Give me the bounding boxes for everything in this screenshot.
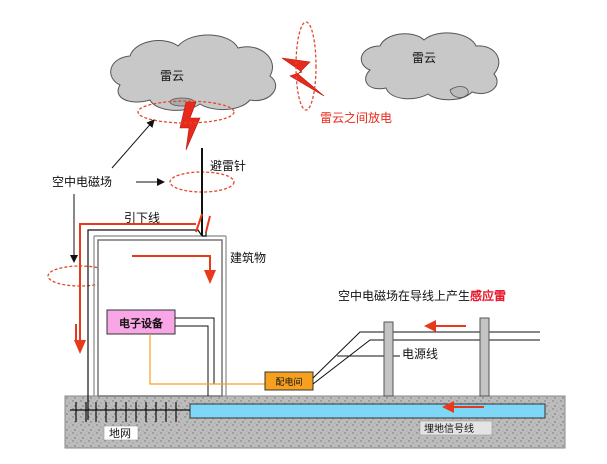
induced-arrowhead-top — [424, 320, 436, 332]
em-field-leader-up — [111, 119, 155, 169]
cloud-left: 雷云 — [110, 34, 277, 111]
distribution-box-label: 配电间 — [275, 376, 302, 388]
induced-lightning-prefix: 空中电磁场在导线上产生 — [338, 288, 470, 303]
current-arrow-inside — [132, 255, 211, 272]
buried-signal-line-label: 埋地信号线 — [424, 422, 474, 435]
cloud-right: 雷云 — [360, 32, 500, 101]
lightning-rod-label: 避雷针 — [210, 158, 246, 173]
current-arrowhead-left — [74, 340, 86, 354]
lightning-bolt-icon — [179, 101, 201, 151]
buried-signal-line — [189, 403, 546, 419]
utility-pole-2 — [479, 317, 490, 397]
utility-pole-1 — [383, 321, 394, 397]
induced-lightning-emphasis: 感应雷 — [470, 288, 506, 303]
intercloud-discharge-label: 雷云之间放电 — [320, 110, 392, 125]
electronic-equipment-box — [106, 309, 176, 335]
electronic-equipment-label: 电子设备 — [119, 316, 164, 330]
cloud-left-label: 雷云 — [160, 69, 184, 83]
down-conductor — [87, 229, 203, 420]
cloud-right-label: 雷云 — [412, 51, 436, 65]
em-field-label: 空中电磁场 — [52, 174, 112, 189]
ground-grid-label: 地网 — [109, 427, 131, 440]
power-line-label: 电源线 — [402, 347, 438, 361]
em-field-ellipse-cloud — [137, 100, 235, 124]
building-label: 建筑物 — [230, 250, 266, 265]
current-arrow-top — [79, 223, 196, 340]
em-field-ellipse-intercloud — [295, 21, 317, 111]
ground-grid — [70, 402, 190, 422]
intercloud-lightning-icon — [281, 57, 325, 97]
distribution-box — [264, 371, 314, 391]
induced-arrowhead-bottom — [442, 401, 454, 413]
current-arrowhead-inside — [204, 270, 216, 284]
down-conductor-label: 引下线 — [124, 211, 160, 225]
induced-lightning-label: 空中电磁场在导线上产生感应雷 — [338, 288, 506, 303]
